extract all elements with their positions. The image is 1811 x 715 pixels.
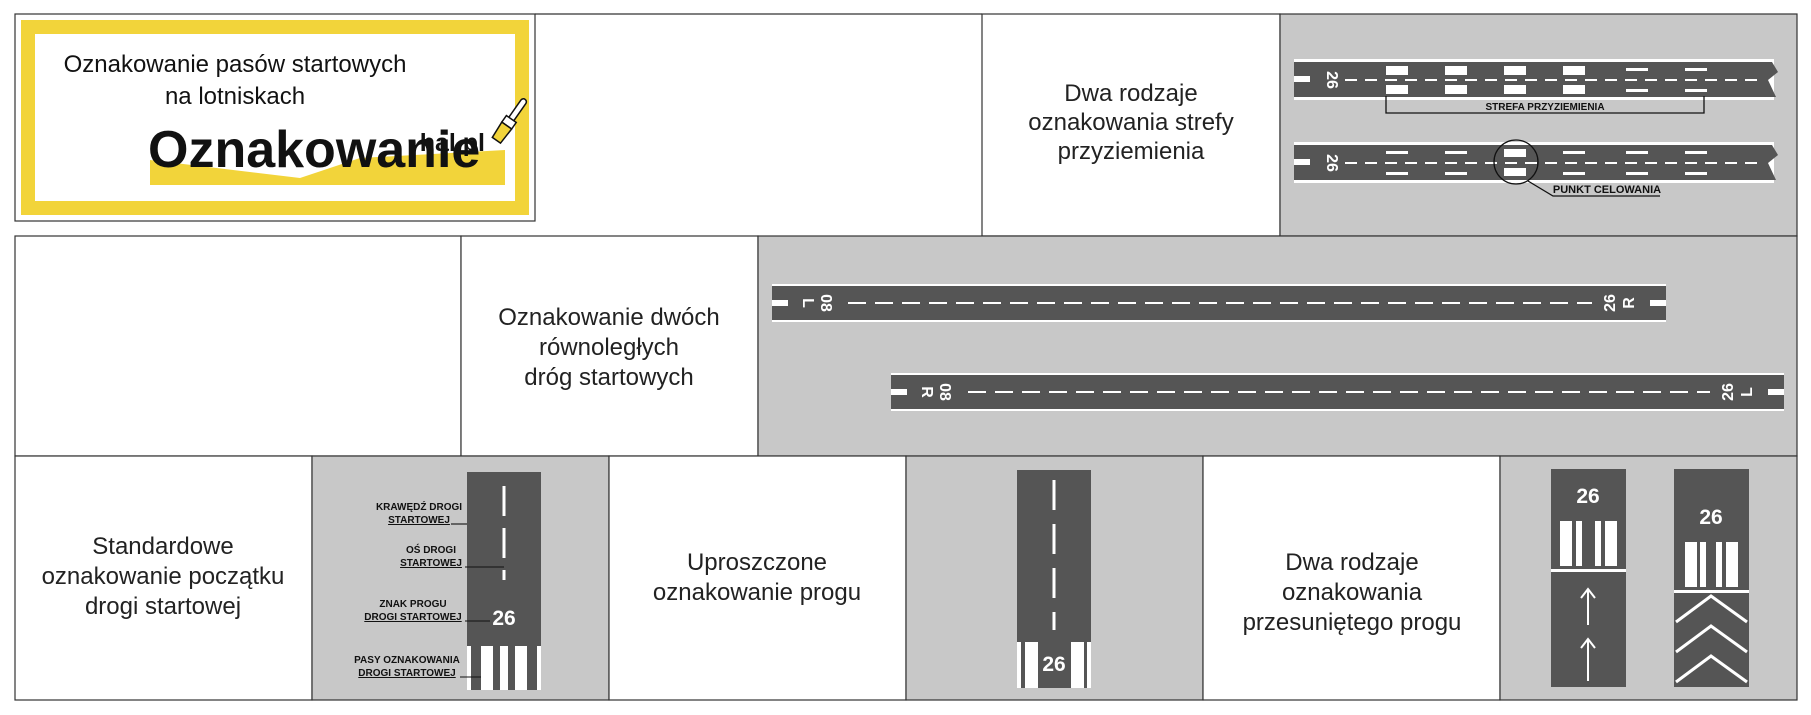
displaced-runway-chevrons: 26 [1674,469,1749,687]
stripes-label-line1: PASY OZNAKOWANIA [354,655,460,666]
designator-label-line2: DROGI STARTOWEJ [364,612,461,623]
touchdown-caption-line1: Dwa rodzaje [1064,80,1197,107]
centerline-label-line2: STARTOWEJ [400,558,462,569]
simplified-caption-line2: oznakowanie progu [653,579,861,606]
displaced-caption-line3: przesuniętego progu [1243,609,1462,636]
stripes-label-line2: DROGI STARTOWEJ [358,668,455,679]
parallel-caption-line2: równoległych [539,334,679,361]
touchdown-caption: Dwa rodzaje oznakowania strefy przyziemi… [1028,80,1233,165]
touchdown-b-runway-number: 26 [1323,154,1340,172]
right-start-letter: R [918,386,935,398]
simplified-caption: Uproszczone oznakowanie progu [653,549,861,606]
left-end-number: 26 [1602,294,1619,312]
standard-callouts: KRAWĘDŹ DROGI STARTOWEJ OŚ DROGI STARTOW… [354,500,462,679]
parallel-runway-left: 08 L 26 R [772,284,1666,322]
logo-brand-suffix: hal.pl [420,129,485,157]
logo-swoosh [150,150,505,185]
displaced-a-runway-number: 26 [1576,485,1599,508]
standard-runway-number: 26 [492,607,515,630]
parallel-runway-right: 08 R 26 L [891,373,1784,411]
displaced-caption-line1: Dwa rodzaje [1285,549,1418,576]
touchdown-caption-line2: oznakowania strefy [1028,109,1233,136]
left-start-letter: L [799,298,816,308]
displaced-caption-line2: oznakowania [1282,579,1423,606]
parallel-caption-line3: dróg startowych [524,364,693,391]
simplified-runway: 26 [1017,470,1091,688]
standard-caption: Standardowe oznakowanie początku drogi s… [42,533,285,620]
standard-leader-lines [451,523,504,678]
parallel-caption-line1: Oznakowanie dwóch [498,304,719,331]
centerline-label-line1: OŚ DROGI [406,543,456,556]
standard-caption-line3: drogi startowej [85,593,241,620]
touchdown-runway-a: 26 [1294,59,1778,100]
logo-title-line1: Oznakowanie pasów startowych [64,51,407,78]
edge-label-line2: STARTOWEJ [388,515,450,526]
left-start-number: 08 [817,294,834,312]
right-end-letter: L [1739,387,1756,397]
paintbrush-icon [491,98,528,145]
parallel-caption: Oznakowanie dwóch równoległych dróg star… [498,304,719,391]
edge-label-line1: KRAWĘDŹ DROGI [376,500,462,513]
logo-brand-main: Oznakowanie [148,121,480,179]
standard-caption-line2: oznakowanie początku [42,563,285,590]
touchdown-a-runway-number: 26 [1323,71,1340,89]
arrow-up-icon [1580,637,1596,681]
simplified-runway-number: 26 [1042,653,1065,676]
standard-caption-line1: Standardowe [92,533,233,560]
displaced-runway-arrows: 26 [1551,469,1626,687]
touchdown-zone-callout: STREFA PRZYZIEMIENIA [1385,96,1705,114]
chevron-up-icon [1675,594,1748,684]
logo-title-line2: na lotniskach [165,83,305,110]
simplified-caption-line1: Uproszczone [687,549,827,576]
right-start-number: 08 [936,383,953,401]
designator-label-line1: ZNAK PROGU [379,599,446,610]
aiming-point-callout: PUNKT CELOWANIA [1493,139,1661,197]
touchdown-caption-line3: przyziemienia [1058,138,1205,165]
logo: Oznakowanie pasów startowych na lotniska… [21,20,529,215]
left-end-letter: R [1621,297,1638,309]
touchdown-runway-b: 26 [1294,142,1778,183]
aiming-point-label: PUNKT CELOWANIA [1553,184,1661,196]
displaced-b-runway-number: 26 [1699,506,1722,529]
arrow-up-icon [1580,587,1596,625]
displaced-caption: Dwa rodzaje oznakowania przesuniętego pr… [1243,549,1462,636]
right-end-number: 26 [1720,383,1737,401]
standard-runway: 26 [467,472,541,690]
touchdown-zone-label: STREFA PRZYZIEMIENIA [1485,102,1604,113]
